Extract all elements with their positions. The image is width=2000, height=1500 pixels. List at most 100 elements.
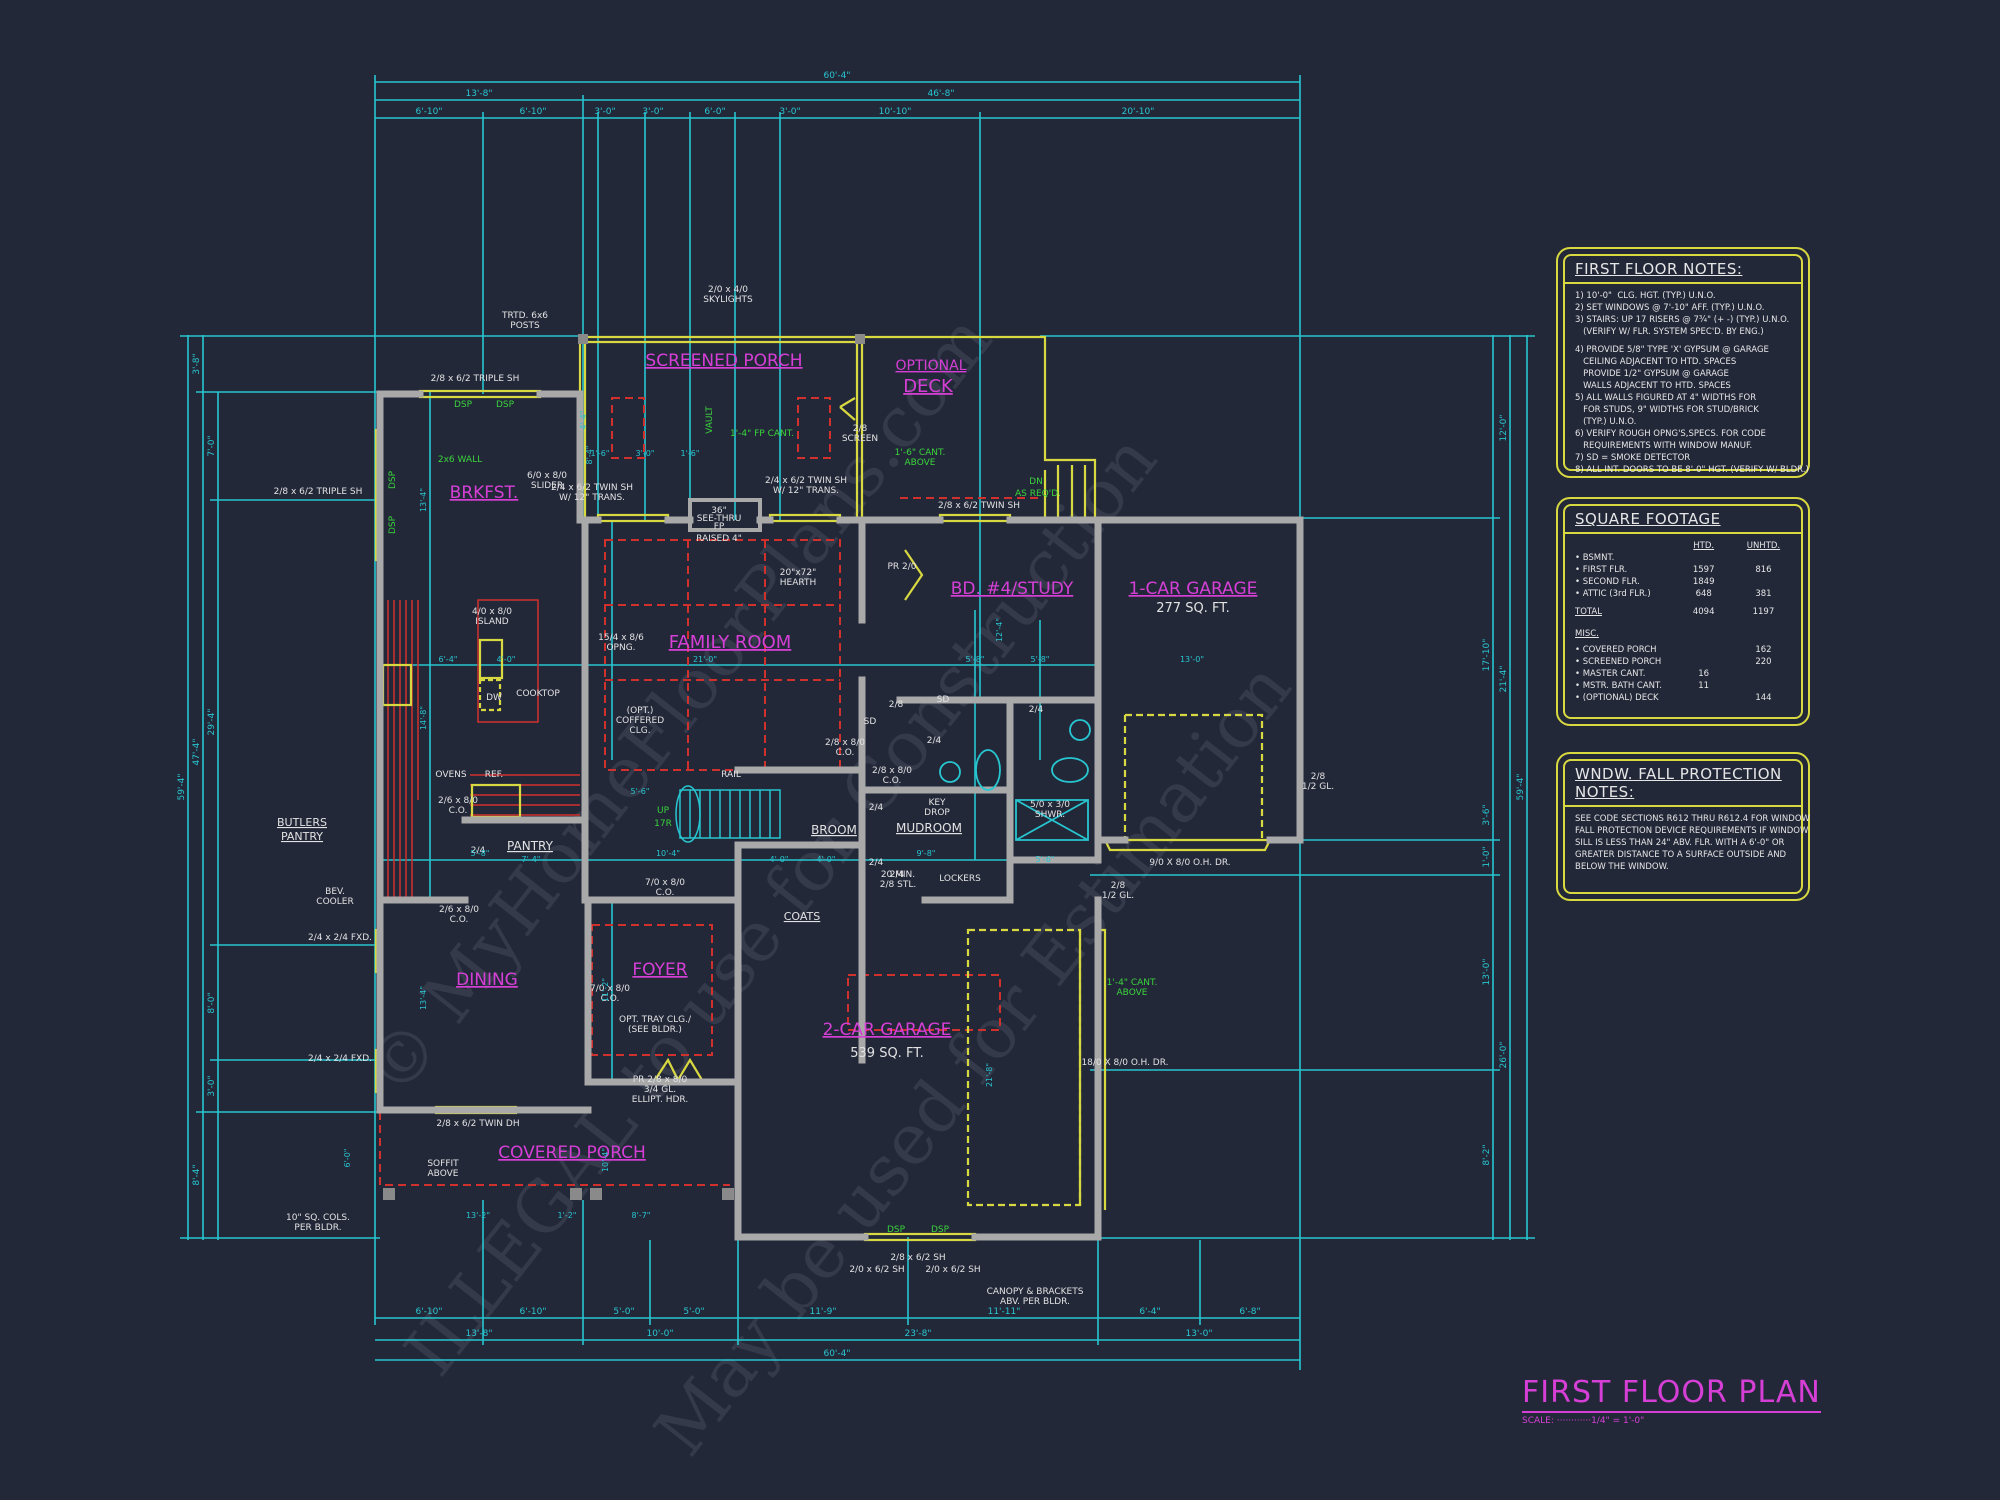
- room-label-bd4: BD. #4/STUDY: [951, 579, 1074, 599]
- annotation-57: 2/4: [869, 858, 884, 868]
- sqft-unhtd: [1736, 552, 1791, 564]
- annotation-32: C.O.: [836, 748, 855, 758]
- room-area-garage1: 277 SQ. FT.: [1156, 601, 1229, 616]
- square-footage-panel: SQUARE FOOTAGE HTD.UNHTD. • BSMNT.• FIRS…: [1556, 497, 1810, 726]
- dim-left-overall: 59'-4": [177, 773, 187, 800]
- sqft-row: • BSMNT.: [1575, 552, 1791, 564]
- dim-interior-25: 3'-0": [636, 449, 655, 458]
- dim-top-seg-2: 3'-0": [594, 107, 615, 117]
- total-htd: 4094: [1692, 607, 1715, 617]
- annotation-44: C.O.: [656, 888, 675, 898]
- sqft-unhtd: [1736, 668, 1791, 680]
- sqft-label: • SECOND FLR.: [1575, 577, 1640, 587]
- sqft-label: • ATTIC (3rd FLR.): [1575, 589, 1651, 599]
- dim-top-seg-4: 6'-0": [704, 107, 725, 117]
- annotation-20: 20"x72": [780, 568, 817, 578]
- annotation-1: SKYLIGHTS: [703, 295, 753, 305]
- room-label-optional: OPTIONAL: [895, 358, 966, 374]
- annotation-39: BEV.: [325, 887, 345, 897]
- green-note-9: DN: [1029, 477, 1043, 487]
- sqft-unhtd: 381: [1755, 589, 1772, 599]
- dim-top-seg-6: 10'-10": [879, 107, 912, 117]
- fall-protection-heading: WNDW. FALL PROTECTION NOTES:: [1575, 765, 1782, 801]
- sqft-label: • COVERED PORCH: [1575, 645, 1657, 655]
- dim-interior-10: 5'-8": [1031, 655, 1050, 664]
- room-label-foyer: FOYER: [632, 960, 687, 980]
- dim-interior-21: 1'-2": [558, 1211, 577, 1220]
- dim-interior-13: 5'-6": [1036, 855, 1055, 864]
- dim-interior-2: 6'-4": [439, 655, 458, 664]
- sqft-htd: [1672, 644, 1736, 656]
- sqft-unhtd: 162: [1755, 645, 1772, 655]
- note-line: REQUIREMENTS WITH WINDOW MANUF.: [1575, 441, 1753, 451]
- col-htd: HTD.: [1693, 541, 1715, 551]
- room-label-deck: DECK: [903, 376, 954, 397]
- col-unhtd: UNHTD.: [1746, 541, 1781, 551]
- dim-interior-29: 8'-4": [585, 446, 594, 465]
- room-label-family-room: FAMILY ROOM: [669, 632, 792, 653]
- annotation-45: 2/8 x 8/0: [872, 766, 912, 776]
- dim-bot-group-3: 13'-0": [1185, 1329, 1212, 1339]
- annotation-47: KEY: [928, 798, 946, 808]
- green-note-13: UP: [657, 806, 670, 816]
- ceiling-lines: [379, 397, 1040, 1186]
- dim-bot-seg-4: 11'-9": [809, 1307, 836, 1317]
- dim-bot-group-0: 13'-8": [465, 1329, 492, 1339]
- sqft-htd: 1849: [1692, 577, 1715, 587]
- annotation-77: ABOVE: [428, 1169, 459, 1179]
- annotation-37: RAIL: [721, 770, 741, 780]
- annotation-26: COOKTOP: [516, 689, 560, 699]
- green-note-16: DSP: [931, 1225, 950, 1235]
- annotation-15: 2/8: [853, 424, 868, 434]
- annotation-54: SD: [937, 695, 950, 705]
- green-note-3: DSP: [388, 515, 398, 534]
- sqft-row: • MASTER CANT.16: [1575, 668, 1791, 680]
- sqft-label: • FIRST FLR.: [1575, 565, 1628, 575]
- annotation-30: CLG.: [629, 726, 650, 736]
- annotation-11: FP: [714, 522, 725, 532]
- dim-right-group-2: 26'-0": [1499, 1041, 1509, 1068]
- total-label: TOTAL: [1575, 607, 1602, 617]
- drawing-title: FIRST FLOOR PLAN: [1522, 1375, 1821, 1413]
- annotation-5: 6/0 x 8/0: [527, 471, 567, 481]
- note-line: 3) STAIRS: UP 17 RISERS @ 7¾" (+ -) (TYP…: [1575, 315, 1790, 325]
- fall-note-line: SILL IS LESS THAN 24" ABV. FLR. WITH A 6…: [1575, 838, 1785, 848]
- dim-right-seg-1: 3'-6": [1482, 804, 1492, 825]
- sqft-htd: 648: [1695, 589, 1712, 599]
- room-label-mudroom: MUDROOM: [896, 821, 962, 835]
- annotation-60: 9/0 X 8/0 O.H. DR.: [1149, 858, 1230, 868]
- annotation-8: W/ 12" TRANS.: [559, 493, 625, 503]
- drawing-scale: SCALE: ············1/4" = 1'-0": [1522, 1416, 1645, 1426]
- annotation-43: 7/0 x 8/0: [645, 878, 685, 888]
- misc-label: MISC.: [1575, 629, 1599, 639]
- annotation-21: HEARTH: [780, 578, 816, 588]
- dim-interior-19: 21'-8": [985, 1063, 994, 1087]
- dim-top-seg-0: 6'-10": [415, 107, 442, 117]
- annotation-2: TRTD. 6x6: [501, 311, 548, 321]
- note-line: 5) ALL WALLS FIGURED AT 4" WIDTHS FOR: [1575, 393, 1757, 403]
- note-line: 8) ALL INT. DOORS TO BE 8'-0" HGT. (VERI…: [1575, 465, 1809, 475]
- annotation-14: W/ 12" TRANS.: [773, 486, 839, 496]
- dim-interior-14: 4'-0": [770, 855, 789, 864]
- dim-right-group-1: 21'-4": [1499, 665, 1509, 692]
- annotation-51: 2/8: [889, 700, 904, 710]
- annotation-76: SOFFIT: [427, 1159, 459, 1169]
- room-label-coats: COATS: [784, 910, 821, 923]
- dim-interior-1: 14'-8": [419, 706, 428, 730]
- annotation-38: 2/4: [471, 846, 486, 856]
- room-label-butlers-2: PANTRY: [281, 830, 323, 843]
- annotation-29: COFFERED: [616, 716, 664, 726]
- annotation-12: RAISED 4": [696, 534, 742, 544]
- room-area-garage2: 539 SQ. FT.: [850, 1046, 923, 1061]
- sqft-label: • (OPTIONAL) DECK: [1575, 693, 1659, 703]
- room-label-butlers-1: BUTLERS: [277, 816, 327, 829]
- annotation-65: 2/4 x 2/4 FXD.: [308, 933, 372, 943]
- green-note-4: 2x6 WALL: [438, 455, 482, 465]
- dim-interior-28: 4'-4": [579, 411, 588, 430]
- sqft-label: • MASTER CANT.: [1575, 669, 1646, 679]
- annotation-10: SEE-THRU: [697, 514, 742, 524]
- annotation-74: 18/0 X 8/0 O.H. DR.: [1081, 1058, 1168, 1068]
